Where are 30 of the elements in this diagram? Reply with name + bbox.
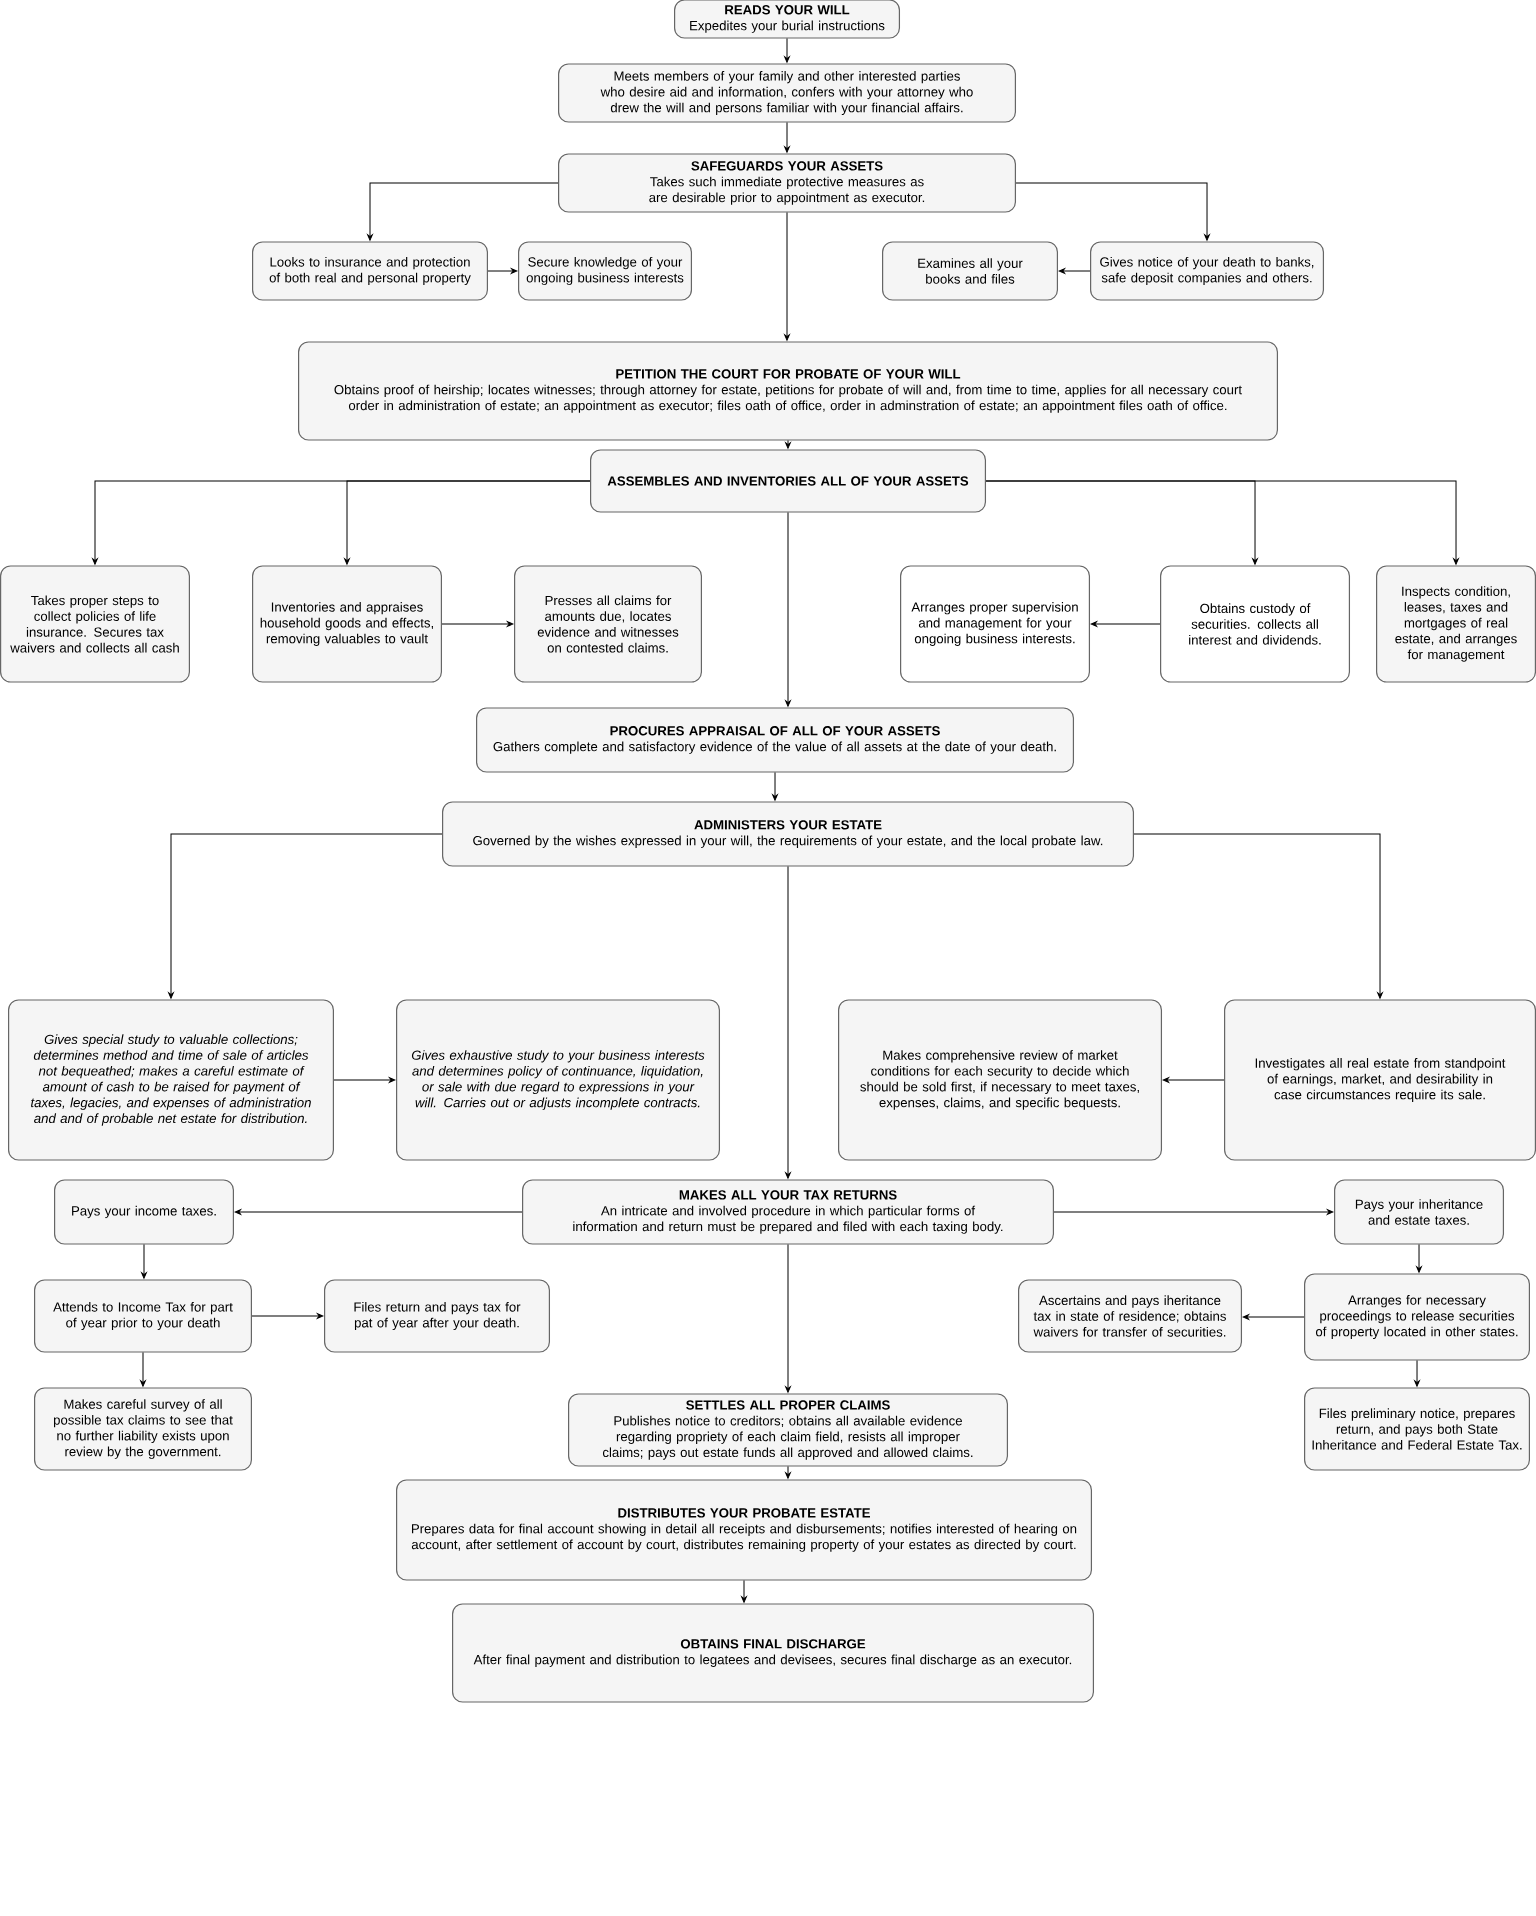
arrow [344, 480, 591, 565]
arrow [168, 833, 443, 999]
arrow [333, 1077, 396, 1083]
arrow [741, 1580, 747, 1603]
arrow [785, 1466, 791, 1479]
arrow [1015, 182, 1210, 241]
arrow [1242, 1314, 1305, 1320]
arrow [234, 1209, 523, 1215]
arrow [1416, 1244, 1422, 1273]
arrow [441, 621, 514, 627]
arrow [1133, 833, 1383, 999]
arrow [1053, 1209, 1334, 1215]
arrow [367, 182, 559, 241]
arrow [140, 1352, 146, 1387]
arrow [785, 866, 791, 1179]
arrow [1058, 268, 1091, 274]
arrow [1162, 1077, 1225, 1083]
arrow [141, 1244, 147, 1279]
arrow [1414, 1360, 1420, 1387]
arrow [251, 1313, 324, 1319]
arrow [772, 772, 778, 801]
arrow [784, 38, 790, 63]
arrow [1090, 621, 1161, 627]
arrow [487, 268, 518, 274]
arrow [785, 512, 791, 707]
arrow [985, 480, 1459, 565]
arrow [784, 212, 790, 341]
arrow [785, 440, 791, 449]
arrow [784, 122, 790, 153]
arrow [785, 1244, 791, 1393]
